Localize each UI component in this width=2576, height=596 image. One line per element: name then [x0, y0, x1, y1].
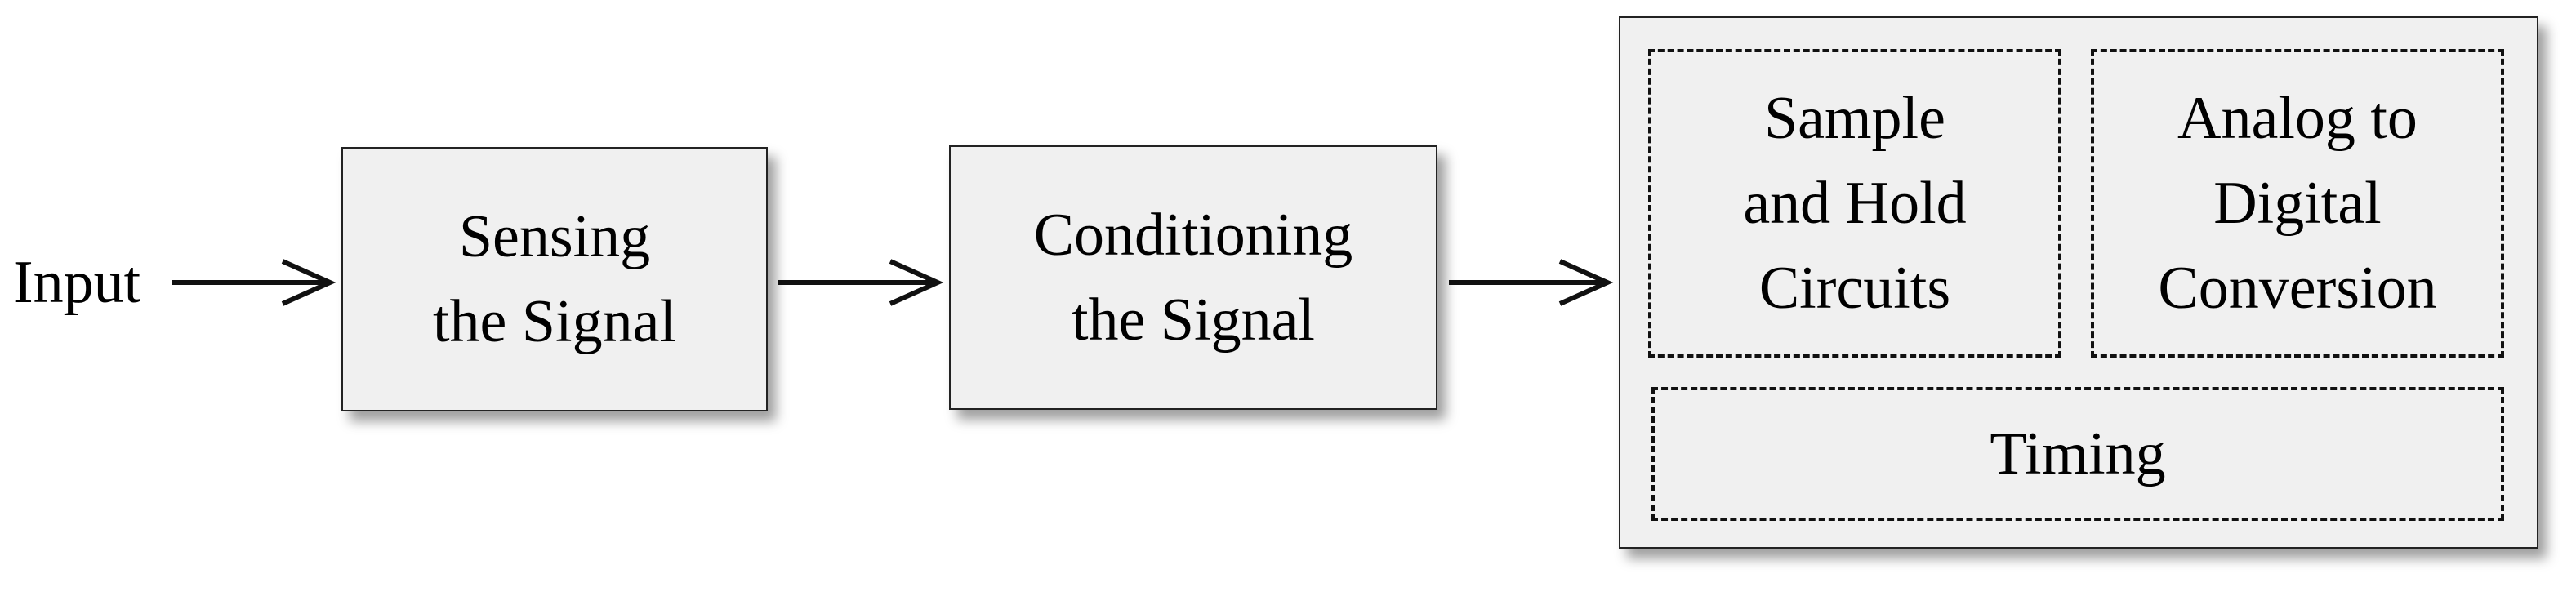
sensing-label: Sensing the Signal: [432, 203, 677, 355]
adc-label: Analog to Digital Conversion: [2158, 85, 2437, 322]
sample-hold-block: Sample and Hold Circuits: [1648, 49, 2061, 358]
timing-block: Timing: [1651, 387, 2504, 521]
sample-hold-label: Sample and Hold Circuits: [1743, 85, 1967, 322]
arrow-input-to-sensing: [172, 259, 336, 306]
conditioning-block: Conditioning the Signal: [949, 145, 1437, 410]
arrow-sensing-to-conditioning: [778, 259, 944, 306]
conditioning-label: Conditioning the Signal: [1033, 202, 1353, 354]
adc-block: Analog to Digital Conversion: [2091, 49, 2504, 358]
timing-label: Timing: [1990, 420, 2166, 487]
arrow-conditioning-to-subsystem: [1449, 259, 1614, 306]
input-label: Input: [13, 249, 141, 316]
sensing-block: Sensing the Signal: [341, 147, 768, 411]
data-acquisition-subsystem: Sample and Hold Circuits Analog to Digit…: [1619, 16, 2538, 549]
